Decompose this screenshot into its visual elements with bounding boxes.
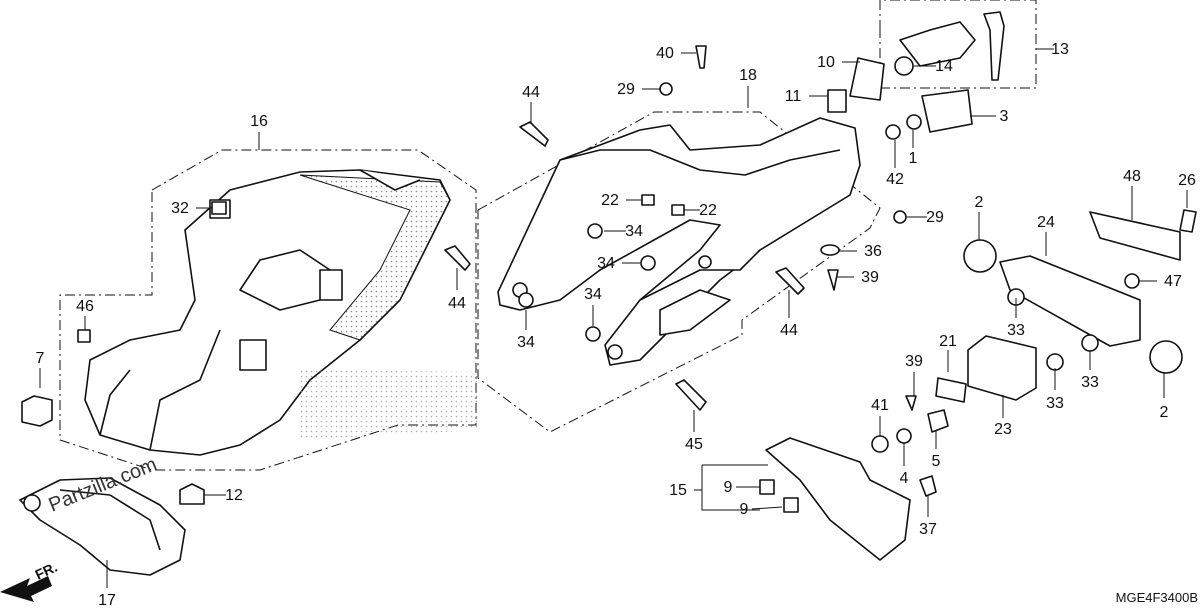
callout-label-c39a: 39 (861, 269, 879, 286)
callout-label-c45: 45 (685, 436, 703, 453)
callout-label-c23: 23 (994, 421, 1012, 438)
callout-label-c34a: 34 (625, 223, 643, 240)
callout-label-c44c: 44 (780, 322, 798, 339)
callout-label-c1: 1 (909, 150, 918, 167)
callout-label-c22b: 22 (699, 202, 717, 219)
callout-label-c18: 18 (739, 67, 757, 84)
callout-label-c14: 14 (935, 58, 953, 75)
callout-label-c29b: 29 (926, 209, 944, 226)
group-outline-13 (879, 0, 1037, 89)
callout-label-c37: 37 (919, 521, 937, 538)
callout-label-c44a: 44 (522, 84, 540, 101)
callout-leader-c9b (751, 506, 783, 510)
callout-label-c46: 46 (76, 298, 94, 315)
callout-label-c13: 13 (1051, 41, 1069, 58)
callout-label-c2b: 2 (1160, 404, 1169, 421)
callout-label-c3: 3 (1000, 108, 1009, 125)
small-parts (21, 11, 1197, 561)
callout-label-c9a: 9 (724, 479, 733, 496)
callout-label-c34c: 34 (584, 286, 602, 303)
callout-label-c34d: 34 (517, 334, 535, 351)
callout-label-c40: 40 (656, 45, 674, 62)
callout-label-c9b: 9 (740, 501, 749, 518)
callout-label-c29a: 29 (617, 81, 635, 98)
front-arrow: FR. (0, 559, 60, 602)
callout-layer: 1223457991011121314151617182122222324262… (36, 41, 1196, 609)
callout-label-c12: 12 (225, 487, 243, 504)
callout-label-c4: 4 (900, 470, 909, 487)
callout-label-c2a: 2 (975, 194, 984, 211)
callout-label-c21: 21 (939, 333, 957, 350)
callout-label-c11: 11 (785, 88, 802, 105)
callout-label-c17: 17 (98, 592, 116, 609)
rear-subframe (497, 117, 861, 366)
tail-shading (300, 370, 480, 440)
callout-label-c41: 41 (871, 397, 889, 414)
callout-label-c26: 26 (1178, 172, 1196, 189)
callout-label-c39b: 39 (905, 353, 923, 370)
group-outline-18 (477, 111, 881, 433)
callout-label-c47: 47 (1164, 273, 1182, 290)
callout-label-c33a: 33 (1007, 322, 1025, 339)
front-label: FR. (33, 559, 60, 583)
callout-label-c42: 42 (886, 171, 904, 188)
callout-label-c22a: 22 (601, 192, 619, 209)
callout-label-c16: 16 (250, 113, 268, 130)
bracket-15 (701, 465, 760, 511)
callout-label-c7: 7 (36, 350, 45, 367)
splash-guard (19, 477, 186, 576)
rear-fender-inner (84, 169, 451, 456)
callout-label-c32: 32 (171, 200, 189, 217)
callout-label-c24: 24 (1037, 214, 1055, 231)
callout-label-c48: 48 (1123, 168, 1141, 185)
callout-label-c15: 15 (669, 482, 687, 499)
callout-label-c33c: 33 (1081, 374, 1099, 391)
callout-label-c33b: 33 (1046, 395, 1064, 412)
callout-label-c5: 5 (932, 453, 941, 470)
diagram-code: MGE4F3400B (1116, 590, 1198, 605)
callout-label-c10: 10 (817, 54, 835, 71)
group-outline-16 (59, 149, 477, 471)
callout-label-c36: 36 (864, 243, 882, 260)
callout-label-c44b: 44 (448, 295, 466, 312)
callout-label-c34b: 34 (597, 255, 615, 272)
